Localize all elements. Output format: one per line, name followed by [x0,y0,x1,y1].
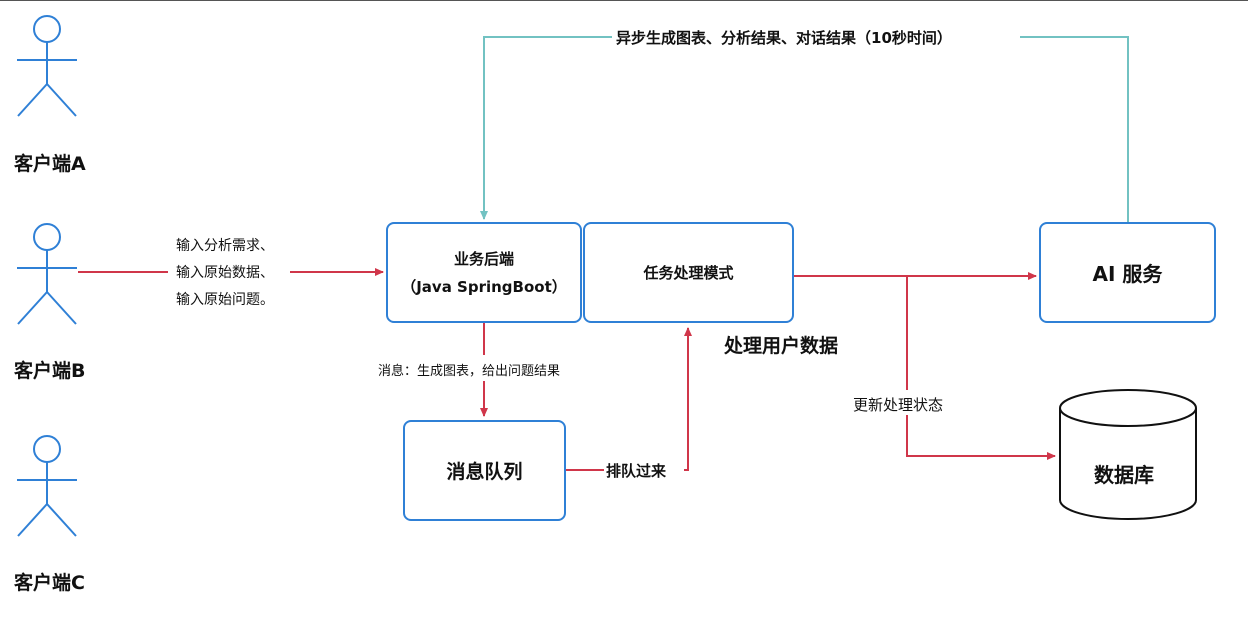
input-label-line-3: 输入原始问题。 [176,292,274,308]
arrow-task-to-db [906,276,1055,456]
top-border-line [0,0,1248,1]
ai-service-label: AI 服务 [1092,262,1163,286]
message-label: 消息：生成图表，给出问题结果 [378,360,561,379]
backend-subtitle: （Java SpringBoot） [401,277,567,296]
backend-title: 业务后端 [453,249,514,268]
backend-box: 业务后端 （Java SpringBoot） [386,222,582,323]
actor-label-c: 客户端C [14,572,85,594]
queue-in-label: 排队过来 [606,460,667,481]
actor-client-b [14,220,80,332]
ai-service-box: AI 服务 [1039,222,1216,323]
task-mode-label: 任务处理模式 [643,264,734,282]
actor-label-b: 客户端B [14,360,86,382]
stick-figure-icon [17,15,77,117]
arrow-ai-to-backend-async [484,36,1129,222]
async-result-label: 异步生成图表、分析结果、对话结果（10秒时间） [616,27,952,48]
input-label: 输入分析需求、 输入原始数据、 输入原始问题。 [176,233,274,314]
database-label: 数据库 [1094,463,1154,487]
actor-client-c [14,432,80,544]
stick-figure-icon [17,435,77,537]
database-cylinder [1058,388,1198,526]
message-queue-label: 消息队列 [446,461,523,483]
actor-label-a: 客户端A [14,153,86,175]
task-mode-box: 任务处理模式 [583,222,794,323]
database-icon [1059,389,1197,520]
process-user-data-label: 处理用户数据 [724,331,839,358]
message-queue-box: 消息队列 [403,420,566,521]
input-label-line-2: 输入原始数据、 [176,265,274,281]
actor-client-a [14,12,80,124]
stick-figure-icon [17,223,77,325]
arrow-queue-to-task [566,328,688,471]
update-status-label: 更新处理状态 [853,394,944,415]
input-label-line-1: 输入分析需求、 [176,238,274,254]
